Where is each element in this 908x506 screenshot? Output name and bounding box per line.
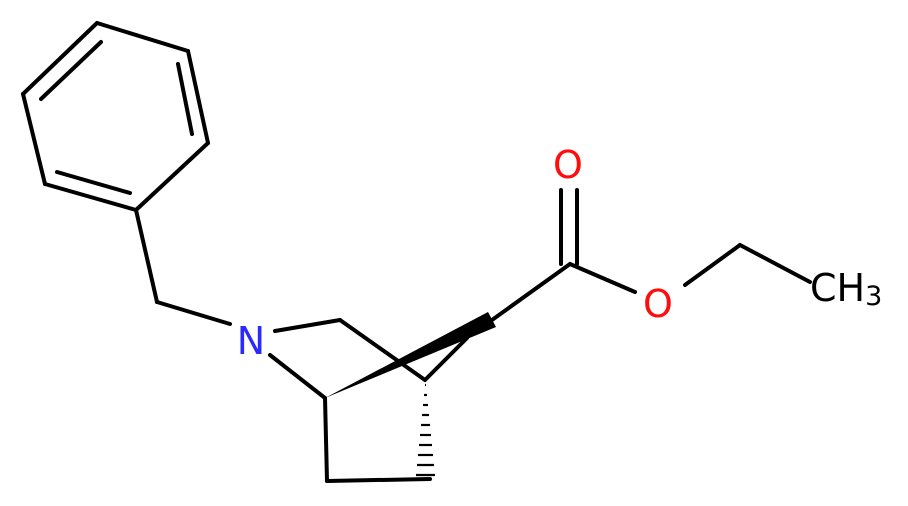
carbonyl-oxygen-label: O [553, 143, 583, 187]
bond-bottom [325, 477, 432, 483]
bond-ring-4 [134, 141, 210, 212]
bond-ch2-to-n [155, 300, 232, 326]
bond-ring-inner-3 [55, 170, 132, 195]
methyl-symbol: CH [810, 266, 865, 310]
bond-carbonyl-to-ester-o [568, 262, 637, 294]
bond-ring-1 [21, 21, 99, 96]
bond-ring-inner-1 [39, 40, 103, 101]
methyl-subscript: 3 [865, 281, 882, 312]
wedge-bond-bridge [325, 312, 496, 398]
bond-bridgehead-left-down [323, 396, 329, 483]
bond-n-to-ch2-bridge [273, 318, 342, 333]
bond-ch2-to-ch3 [738, 243, 812, 284]
bond-ring-5 [43, 182, 138, 212]
ester-oxygen-label: O [643, 282, 673, 326]
bond-ring-3 [186, 49, 210, 145]
bond-ring-6 [21, 92, 47, 186]
benzene-ring [21, 21, 210, 212]
methyl-label: CH3 [810, 266, 882, 312]
bond-ring-2 [95, 21, 190, 53]
bond-ester-o-to-ch2 [683, 243, 742, 287]
nitrogen-label: N [237, 319, 265, 363]
bond-ring-inner-2 [176, 62, 194, 136]
bond-ring-to-ch2 [134, 208, 159, 304]
hashed-wedge-bond [416, 383, 435, 477]
bond-n-to-bridgehead-left [268, 353, 327, 400]
bond-c7-to-carbonyl-c [490, 262, 572, 322]
bond-c7-to-bridgehead-right [423, 336, 469, 382]
bond-ch2-bridge-to-bridgehead [338, 318, 427, 382]
